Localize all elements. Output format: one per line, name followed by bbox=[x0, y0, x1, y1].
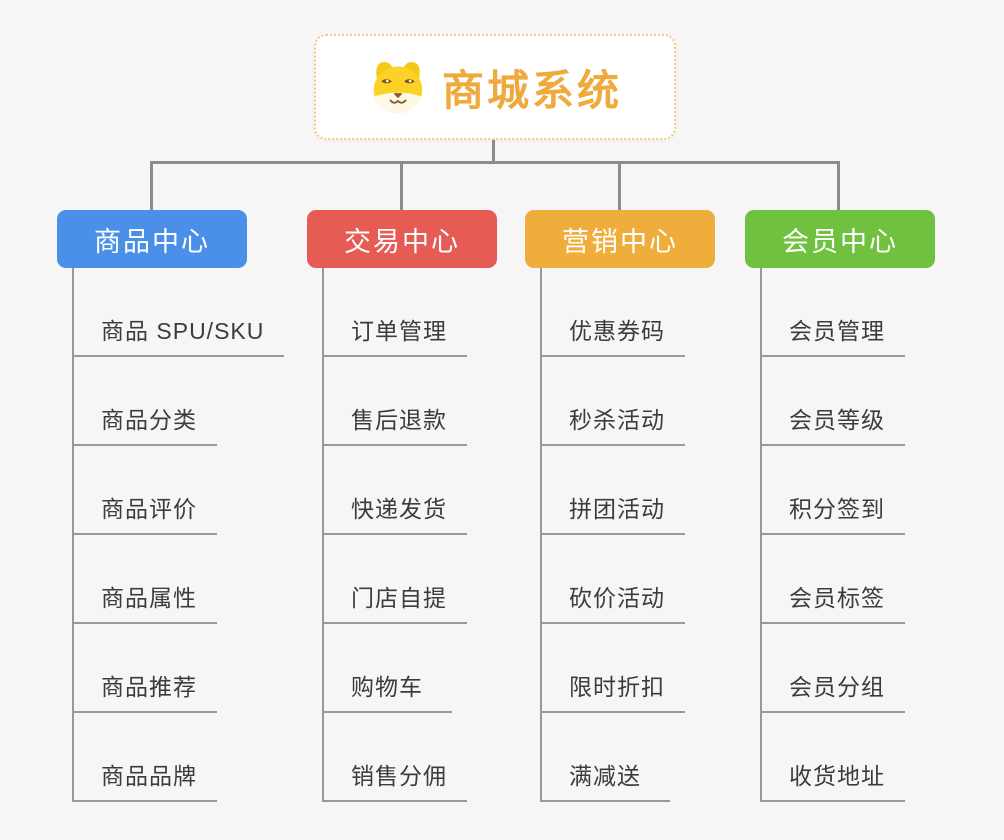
root-node[interactable]: 商城系统 bbox=[314, 34, 676, 140]
leaf-node[interactable]: 优惠券码 bbox=[542, 268, 685, 357]
leaf-label: 满减送 bbox=[569, 763, 641, 789]
leaf-node[interactable]: 会员管理 bbox=[762, 268, 905, 357]
connector-drop-product bbox=[150, 161, 153, 210]
branch-product-center: 商品中心 商品 SPU/SKU 商品分类 商品评价 商品属性 商品推荐 商品品牌 bbox=[57, 210, 285, 802]
leaf-label: 商品推荐 bbox=[101, 674, 197, 700]
leaf-node[interactable]: 商品分类 bbox=[74, 357, 217, 446]
branch-children-product: 商品 SPU/SKU 商品分类 商品评价 商品属性 商品推荐 商品品牌 bbox=[72, 268, 285, 802]
leaf-node[interactable]: 满减送 bbox=[542, 713, 670, 802]
leaf-node[interactable]: 商品推荐 bbox=[74, 624, 217, 713]
leaf-node[interactable]: 收货地址 bbox=[762, 713, 905, 802]
leaf-label: 砍价活动 bbox=[569, 585, 665, 611]
leaf-node[interactable]: 限时折扣 bbox=[542, 624, 685, 713]
leaf-node[interactable]: 商品属性 bbox=[74, 535, 217, 624]
connector-drop-trade bbox=[400, 161, 403, 210]
leaf-label: 商品品牌 bbox=[101, 763, 197, 789]
connector-horizontal-main bbox=[150, 161, 839, 164]
leaf-node[interactable]: 秒杀活动 bbox=[542, 357, 685, 446]
leaf-node[interactable]: 砍价活动 bbox=[542, 535, 685, 624]
leaf-node[interactable]: 会员等级 bbox=[762, 357, 905, 446]
branch-header-trade-center[interactable]: 交易中心 bbox=[307, 210, 497, 268]
leaf-node[interactable]: 快递发货 bbox=[324, 446, 467, 535]
leaf-node[interactable]: 门店自提 bbox=[324, 535, 467, 624]
leaf-node[interactable]: 购物车 bbox=[324, 624, 452, 713]
leaf-node[interactable]: 订单管理 bbox=[324, 268, 467, 357]
leaf-label: 秒杀活动 bbox=[569, 407, 665, 433]
leaf-node[interactable]: 商品品牌 bbox=[74, 713, 217, 802]
branch-header-marketing-center[interactable]: 营销中心 bbox=[525, 210, 715, 268]
leaf-label: 商品评价 bbox=[101, 496, 197, 522]
leaf-label: 售后退款 bbox=[351, 407, 447, 433]
leaf-label: 收货地址 bbox=[789, 763, 885, 789]
leaf-label: 拼团活动 bbox=[569, 496, 665, 522]
leaf-label: 优惠券码 bbox=[569, 318, 665, 344]
branch-marketing-center: 营销中心 优惠券码 秒杀活动 拼团活动 砍价活动 限时折扣 满减送 bbox=[525, 210, 715, 802]
leaf-label: 销售分佣 bbox=[351, 763, 447, 789]
leaf-node[interactable]: 商品 SPU/SKU bbox=[74, 268, 285, 357]
leaf-label: 会员管理 bbox=[789, 318, 885, 344]
root-title: 商城系统 bbox=[441, 66, 622, 114]
branch-header-member-center[interactable]: 会员中心 bbox=[745, 210, 935, 268]
leaf-label: 商品属性 bbox=[101, 585, 197, 611]
leaf-label: 会员标签 bbox=[789, 585, 885, 611]
leaf-node[interactable]: 会员标签 bbox=[762, 535, 905, 624]
leaf-label: 门店自提 bbox=[351, 585, 447, 611]
leaf-label: 会员等级 bbox=[789, 407, 885, 433]
leaf-label: 限时折扣 bbox=[569, 674, 665, 700]
leaf-node[interactable]: 销售分佣 bbox=[324, 713, 467, 802]
leaf-label: 购物车 bbox=[351, 674, 423, 700]
leaf-node[interactable]: 会员分组 bbox=[762, 624, 905, 713]
branch-children-member: 会员管理 会员等级 积分签到 会员标签 会员分组 收货地址 bbox=[760, 268, 935, 802]
leaf-label: 订单管理 bbox=[351, 318, 447, 344]
leaf-node[interactable]: 拼团活动 bbox=[542, 446, 685, 535]
leaf-label: 商品 SPU/SKU bbox=[101, 318, 265, 344]
leaf-label: 商品分类 bbox=[101, 407, 197, 433]
leaf-label: 会员分组 bbox=[789, 674, 885, 700]
connector-root-drop bbox=[492, 140, 495, 162]
leaf-node[interactable]: 商品评价 bbox=[74, 446, 217, 535]
branch-children-marketing: 优惠券码 秒杀活动 拼团活动 砍价活动 限时折扣 满减送 bbox=[540, 268, 715, 802]
leaf-label: 快递发货 bbox=[351, 496, 447, 522]
branch-trade-center: 交易中心 订单管理 售后退款 快递发货 门店自提 购物车 销售分佣 bbox=[307, 210, 497, 802]
shiba-dog-icon bbox=[368, 59, 428, 115]
leaf-node[interactable]: 售后退款 bbox=[324, 357, 467, 446]
leaf-node[interactable]: 积分签到 bbox=[762, 446, 905, 535]
connector-drop-member bbox=[837, 161, 840, 210]
branch-header-product-center[interactable]: 商品中心 bbox=[57, 210, 247, 268]
branch-children-trade: 订单管理 售后退款 快递发货 门店自提 购物车 销售分佣 bbox=[322, 268, 497, 802]
leaf-label: 积分签到 bbox=[789, 496, 885, 522]
branch-member-center: 会员中心 会员管理 会员等级 积分签到 会员标签 会员分组 收货地址 bbox=[745, 210, 935, 802]
connector-drop-marketing bbox=[618, 161, 621, 210]
